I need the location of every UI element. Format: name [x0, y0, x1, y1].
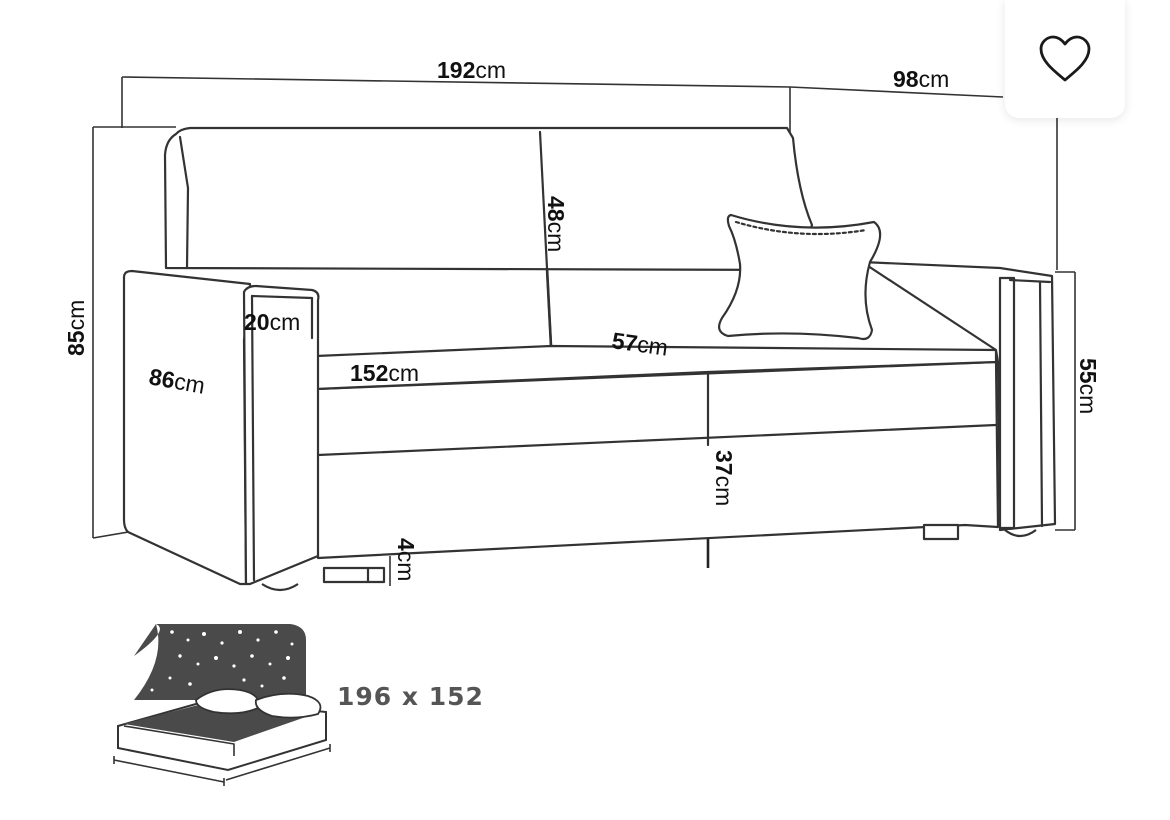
dim-label-leg-height: 4cm	[393, 538, 419, 581]
dim-label-total-width: 192cm	[437, 57, 506, 83]
dim-label-armrest-height: 55cm	[1075, 358, 1101, 414]
heart-outline-icon	[1039, 35, 1091, 82]
sofa-bed-night-icon	[113, 624, 331, 786]
dim-label-seat-depth: 57cm	[610, 327, 669, 361]
dim-label-armrest-depth: 86cm	[147, 363, 207, 398]
dim-label-armrest-width: 20cm	[244, 309, 300, 335]
sofa-outline	[122, 126, 1057, 592]
dim-label-backrest-height: 48cm	[543, 196, 569, 252]
dim-label-total-height: 85cm	[63, 300, 89, 356]
bed-size-label: 196 x 152	[337, 682, 484, 711]
dim-label-seat-width: 152cm	[350, 360, 419, 386]
dim-label-seat-height: 37cm	[711, 450, 737, 506]
favorite-button[interactable]	[1005, 0, 1125, 118]
dim-label-depth: 98cm	[893, 66, 949, 92]
